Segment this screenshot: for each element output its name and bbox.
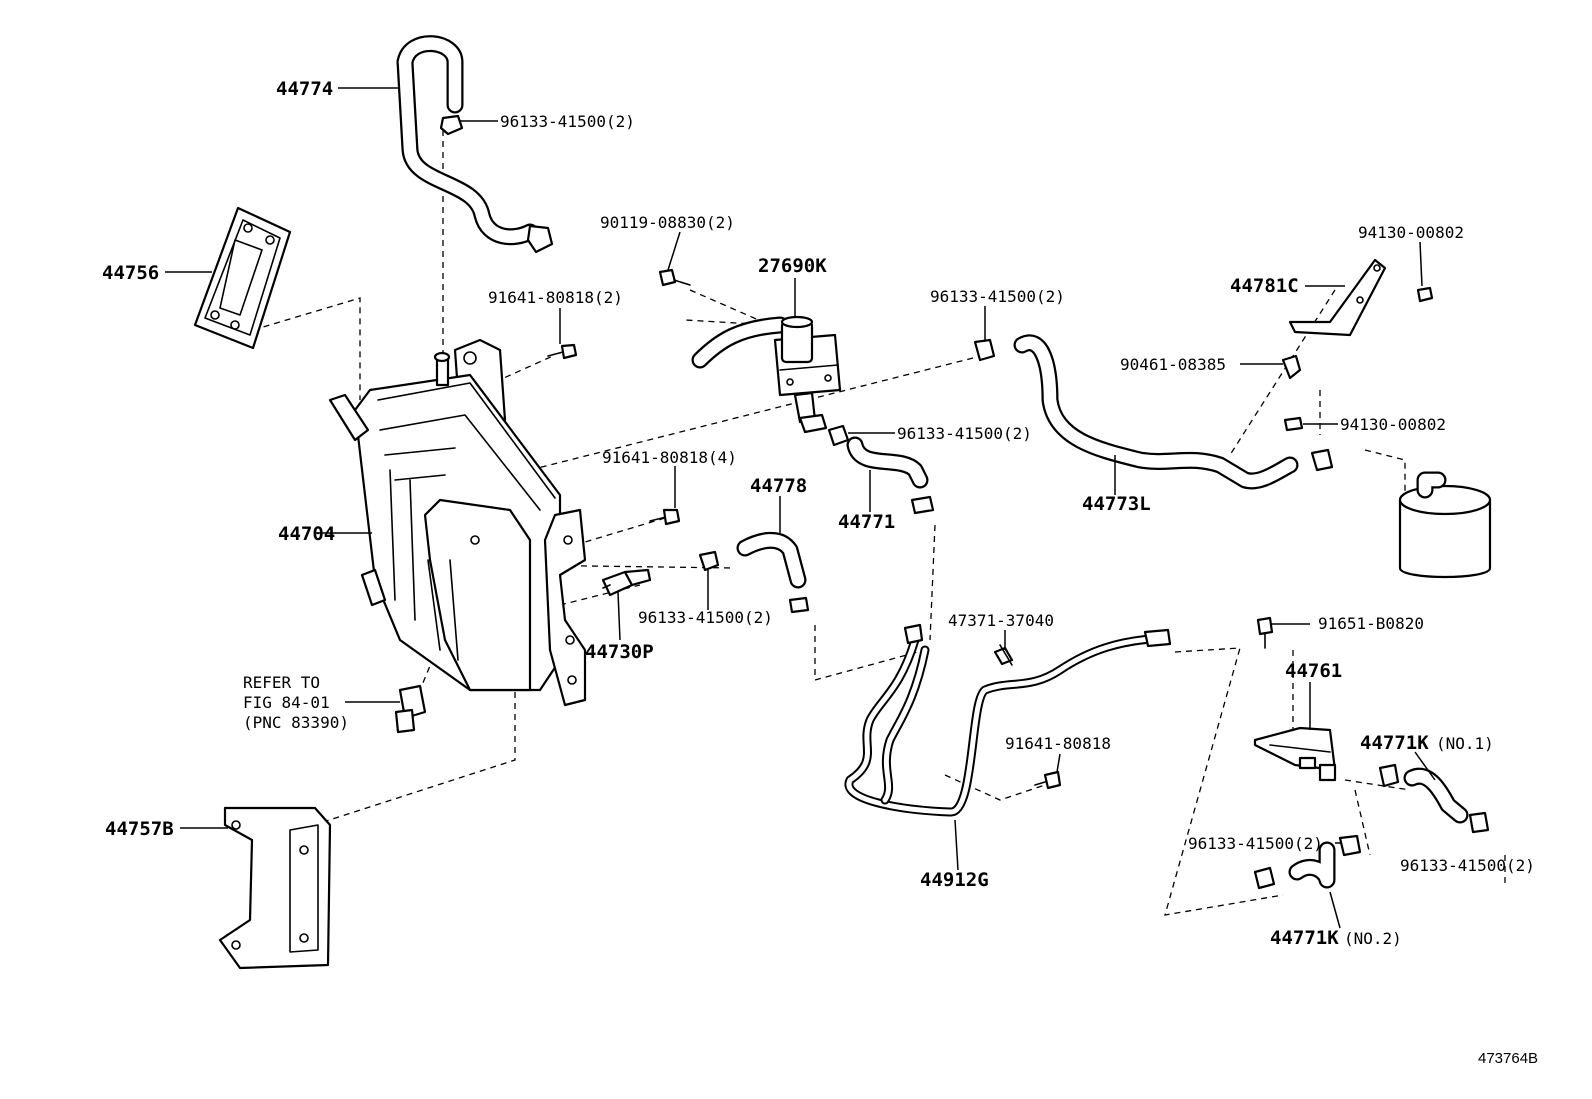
label-96133-41500-low: 96133-41500(2) [638,608,773,627]
bracket-44757B [218,806,332,970]
label-91641-80818-4: 91641-80818(4) [602,448,737,467]
label-90461-08385: 90461-08385 [1120,355,1226,374]
label-96133-41500-top: 96133-41500(2) [500,112,635,131]
label-44771K-no1: 44771K [1360,732,1429,754]
label-47371-37040: 47371-37040 [948,611,1054,630]
refer-note-line3: (PNC 83390) [243,713,349,732]
bracket-44781C [1281,258,1434,432]
label-44778: 44778 [750,475,807,497]
label-90119-08830: 90119-08830(2) [600,213,735,232]
label-44771K-no2-suffix: (NO.2) [1344,929,1402,948]
label-44771K-no2: 44771K [1270,927,1339,949]
part-labels: 44774 96133-41500(2) 44756 91641-80818(2… [102,78,1535,949]
valve-27690K [691,315,842,434]
label-44771: 44771 [838,511,895,533]
sensor-44730P [601,568,652,597]
hose-44771K-no2 [1253,834,1362,890]
bolt-91641-80818-pipe [1034,770,1062,790]
label-91651-B0820: 91651-B0820 [1318,614,1424,633]
bolt-90119-08830 [658,268,691,287]
bolt-91651-B0820 [1256,616,1274,649]
clip-47371-37040 [993,644,1014,666]
refer-note-line2: FIG 84-01 [243,693,330,712]
label-91641-80818-single: 91641-80818 [1005,734,1111,753]
tank-44704 [328,338,587,707]
hose-clamp [698,550,720,572]
canister [1398,471,1492,579]
label-44757B: 44757B [105,818,174,840]
hose-44778 [736,531,810,614]
hose-clamp [439,114,464,136]
label-96133-41500-right: 96133-41500(2) [1400,856,1535,875]
label-94130-00802-top: 94130-00802 [1358,223,1464,242]
label-96133-41500-mid: 96133-41500(2) [930,287,1065,306]
hose-44773L [973,334,1334,490]
bolt-tank-top [433,351,451,387]
label-27690K: 27690K [758,255,827,277]
bolt-91641-80818-side [649,508,681,526]
hose-44771K-no1 [1378,763,1490,834]
label-96133-41500-valve: 96133-41500(2) [897,424,1032,443]
refer-note: REFER TO FIG 84-01 (PNC 83390) [243,673,349,732]
label-44756: 44756 [102,262,159,284]
label-44704: 44704 [278,523,335,545]
label-44773L: 44773L [1082,493,1151,515]
label-44730P: 44730P [585,641,654,663]
label-96133-41500-k: 96133-41500(2) [1188,834,1323,853]
label-44761: 44761 [1285,660,1342,682]
label-44774: 44774 [276,78,333,100]
leader-lines [165,87,1436,929]
fitting-44761 [1253,726,1337,782]
bolt-91641-80818-top [547,343,578,360]
label-91641-80818-2: 91641-80818(2) [488,288,623,307]
pad-44756 [193,206,292,350]
label-44771K-no1-suffix: (NO.1) [1436,734,1494,753]
label-94130-00802-bottom: 94130-00802 [1340,415,1446,434]
figure-id: 473764B [1478,1050,1538,1067]
level-sensor [394,684,427,734]
pipe-44912G [844,623,1172,817]
label-44781C: 44781C [1230,275,1299,297]
hose-44771 [827,424,935,515]
refer-note-line1: REFER TO [243,673,320,692]
hose-44774 [396,35,554,254]
label-44912G: 44912G [920,869,989,891]
